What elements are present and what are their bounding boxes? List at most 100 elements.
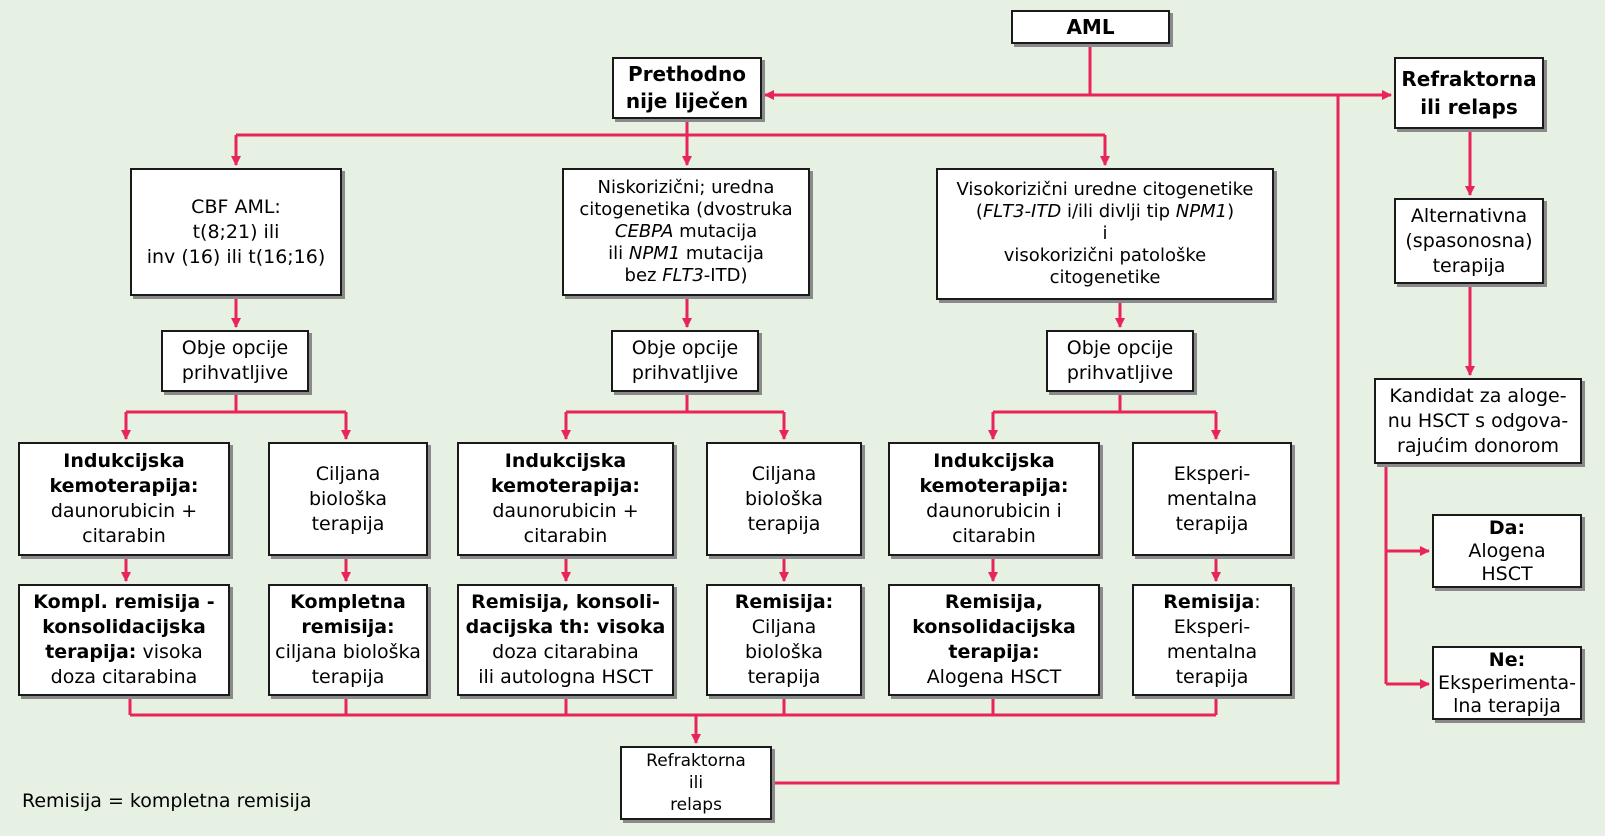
- result-c1-line-3: terapija:: [948, 641, 1040, 663]
- highrisk-line-4: visokorizični patološke: [1003, 245, 1207, 266]
- npm1-wild-gene: NPM1: [1175, 201, 1228, 222]
- highrisk-line-5: citogenetike: [1049, 267, 1161, 288]
- cbf-line-2: t(8;21) ili: [192, 220, 280, 243]
- result-b2-line-2: Ciljana: [751, 616, 817, 638]
- result-c2-colon: :: [1254, 591, 1261, 613]
- result-b1-line-2: dacijska th: visoka: [465, 616, 666, 638]
- cbf-line-1: CBF AML:: [191, 195, 281, 218]
- result-c1-line-1: Remisija,: [944, 591, 1044, 613]
- alternative-therapy-node: Alternativna (spasonosna) terapija: [1394, 198, 1544, 284]
- result-a1-line-3-rest: visoka: [136, 641, 203, 663]
- yes-line-2: Alogena: [1468, 539, 1546, 562]
- refractory-bottom-line-3: relaps: [670, 795, 722, 815]
- both-c-line-1: Obje opcije: [1066, 337, 1174, 359]
- experimental-line-3: terapija: [1175, 512, 1249, 535]
- refractory-top-line-1: Refraktorna: [1401, 67, 1537, 91]
- experimental-line-1: Eksperi-: [1173, 462, 1251, 485]
- result-c1-line-4: Alogena HSCT: [926, 666, 1062, 688]
- refractory-bottom-line-1: Refraktorna: [646, 751, 746, 771]
- candidate-line-2: nu HSCT s odgova-: [1387, 409, 1569, 432]
- result-b2-line-1: Remisija:: [734, 591, 834, 613]
- flt3-itd-gene: FLT3-ITD: [982, 201, 1062, 222]
- no-line-3: lna terapija: [1453, 694, 1561, 717]
- yes-node: Da: Alogena HSCT: [1432, 514, 1582, 588]
- result-a2-line-4: terapija: [311, 666, 385, 688]
- both-options-a: Obje opcije prihvatljive: [161, 330, 309, 392]
- untreated-line-1: Prethodno: [628, 62, 746, 86]
- induction-a-line-3: daunorubicin +: [50, 500, 198, 522]
- result-c2-line-1: Remisija:: [1163, 590, 1260, 615]
- induction-b-line-2: kemoterapija:: [490, 475, 641, 497]
- npm1-gene: NPM1: [628, 243, 681, 264]
- result-c2-node: Remisija: Eksperi- mentalna terapija: [1132, 584, 1292, 696]
- result-a1-line-3-bold: terapija:: [45, 641, 137, 663]
- refractory-top-node: Refraktorna ili relaps: [1394, 57, 1544, 129]
- refractory-top-line-2: ili relaps: [1420, 95, 1518, 119]
- result-b1-node: Remisija, konsoli- dacijska th: visoka d…: [457, 584, 674, 696]
- targeted-a-line-1: Ciljana: [315, 462, 381, 485]
- both-b-line-2: prihvatljive: [631, 362, 739, 384]
- lowrisk-line-4-pre: ili: [608, 243, 629, 264]
- lowrisk-line-5-rest: -ITD): [703, 265, 748, 286]
- result-b1-line-3: doza citarabina: [492, 641, 639, 663]
- induction-a-line-2: kemoterapija:: [49, 475, 199, 497]
- targeted-a-line-2: biološka: [308, 487, 388, 510]
- aml-label: AML: [1066, 14, 1115, 39]
- alternative-line-2: (spasonosna): [1405, 229, 1533, 252]
- both-c-line-2: prihvatljive: [1066, 362, 1174, 384]
- targeted-b-line-1: Ciljana: [751, 462, 817, 485]
- high-risk-node: Visokorizični uredne citogenetike (FLT3-…: [936, 168, 1274, 300]
- induction-c-line-2: kemoterapija:: [919, 475, 1069, 497]
- result-c2-line-4: terapija: [1175, 666, 1249, 688]
- lowrisk-line-4-rest: mutacija: [680, 243, 764, 264]
- targeted-a-node: Ciljana biološka terapija: [268, 442, 428, 556]
- result-a1-line-4: doza citarabina: [50, 666, 198, 688]
- targeted-a-line-3: terapija: [311, 512, 385, 535]
- no-line-1: Ne:: [1488, 648, 1526, 671]
- highrisk-line-2-mid: i/ili divlji tip: [1061, 201, 1176, 222]
- both-options-c: Obje opcije prihvatljive: [1046, 330, 1194, 392]
- result-b2-line-3: biološka: [744, 641, 824, 663]
- result-a2-line-1: Kompletna: [290, 591, 406, 613]
- untreated-line-2: nije liječen: [625, 89, 749, 113]
- induction-c-line-4: citarabin: [952, 525, 1036, 547]
- no-node: Ne: Eksperimenta- lna terapija: [1432, 646, 1582, 720]
- result-a1-node: Kompl. remisija - konsolidacijska terapi…: [18, 584, 230, 696]
- highrisk-line-2: (FLT3-ITD i/ili divlji tip NPM1): [976, 201, 1234, 223]
- induction-c-line-1: Indukcijska: [933, 450, 1055, 472]
- induction-c-node: Indukcijska kemoterapija: daunorubicin i…: [888, 442, 1100, 556]
- cebpa-gene: CEBPA: [614, 221, 674, 242]
- lowrisk-line-3: CEBPA mutacija: [615, 221, 757, 243]
- result-a2-line-3: ciljana biološka: [275, 641, 421, 663]
- refractory-bottom-line-2: ili: [688, 773, 704, 793]
- lowrisk-line-2: citogenetika (dvostruka: [579, 199, 793, 220]
- result-a1-line-3: terapija: visoka: [45, 640, 203, 665]
- candidate-line-3: rajućim donorom: [1397, 434, 1559, 457]
- lowrisk-line-5: bez FLT3-ITD): [625, 265, 748, 287]
- result-a1-line-2: konsolidacijska: [42, 616, 206, 638]
- result-b2-line-4: terapija: [747, 666, 821, 688]
- induction-b-node: Indukcijska kemoterapija: daunorubicin +…: [457, 442, 674, 556]
- result-c1-node: Remisija, konsolidacijska terapija: Alog…: [888, 584, 1100, 696]
- highrisk-line-3: i: [1102, 223, 1108, 244]
- targeted-b-line-3: terapija: [747, 512, 821, 535]
- cbf-aml-node: CBF AML: t(8;21) ili inv (16) ili t(16;1…: [130, 168, 342, 296]
- result-b2-node: Remisija: Ciljana biološka terapija: [706, 584, 862, 696]
- alternative-line-3: terapija: [1432, 254, 1506, 277]
- hsct-candidate-node: Kandidat za aloge- nu HSCT s odgova- raj…: [1374, 378, 1582, 464]
- connector-refractory-loop: [772, 95, 1340, 785]
- result-a2-line-2: remisija:: [301, 616, 395, 638]
- both-options-b: Obje opcije prihvatljive: [611, 330, 759, 392]
- highrisk-line-2-close: ): [1227, 201, 1235, 222]
- targeted-b-line-2: biološka: [744, 487, 824, 510]
- result-c2-line-1-bold: Remisija: [1163, 591, 1255, 613]
- induction-c-line-3: daunorubicin i: [926, 500, 1062, 522]
- result-c1-line-2: konsolidacijska: [912, 616, 1076, 638]
- flt3-gene: FLT3: [662, 265, 704, 286]
- lowrisk-line-3-rest: mutacija: [673, 221, 758, 242]
- highrisk-line-2-open: (: [975, 201, 983, 222]
- highrisk-line-1: Visokorizični uredne citogenetike: [956, 179, 1254, 200]
- yes-line-1: Da:: [1488, 516, 1526, 539]
- no-line-2: Eksperimenta-: [1438, 671, 1576, 694]
